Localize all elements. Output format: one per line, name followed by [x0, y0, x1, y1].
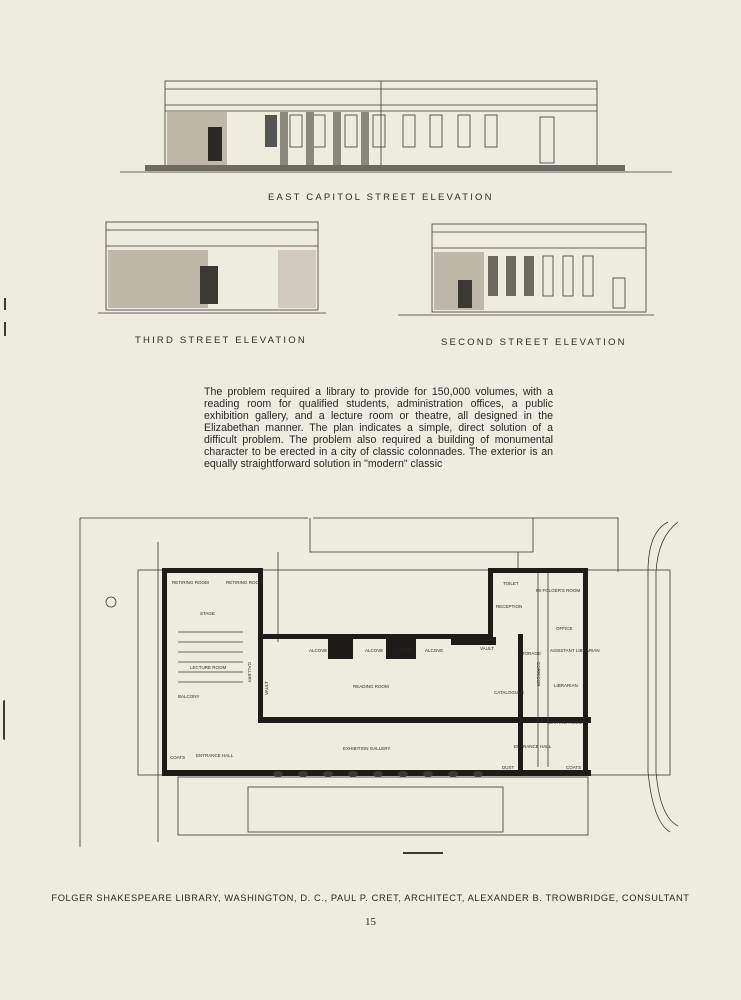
description-paragraph: The problem required a library to provid… — [204, 386, 553, 470]
binding-mark — [4, 322, 6, 336]
page-number: 15 — [365, 916, 376, 928]
plan-label: Mr FOLGER'S ROOM — [536, 588, 580, 593]
second-street-elevation-caption: SECOND STREET ELEVATION — [441, 337, 627, 348]
plan-label: VAULT — [398, 647, 412, 652]
plan-label: STAGE — [200, 611, 215, 616]
plan-label: EXHIBITION GALLERY — [343, 746, 390, 751]
plan-label: RECEPTION — [496, 604, 522, 609]
description-text: The problem required a library to provid… — [204, 386, 553, 470]
plan-label: RETIRING ROOM — [226, 580, 263, 585]
plan-label: LECTURE ROOM — [190, 665, 227, 670]
plan-label: ALCOVE — [309, 648, 327, 653]
second-street-elevation-drawing — [398, 223, 654, 316]
plan-label: CATALOGUES — [494, 690, 524, 695]
plan-label: ALCOVE — [365, 648, 383, 653]
plan-label: ALCOVE — [425, 648, 443, 653]
plan-label: OFFICE — [556, 626, 573, 631]
plan-label: READING ROOM — [353, 684, 389, 689]
plan-label: VAULT — [264, 681, 269, 695]
east-capitol-elevation-drawing — [120, 80, 672, 173]
plan-label: ENTRANCE HALL — [196, 753, 234, 758]
binding-mark — [3, 700, 7, 740]
plan-label: TOILET — [503, 581, 519, 586]
plan-label: LIBRARIAN — [554, 683, 578, 688]
plan-label: RETIRING ROOM — [172, 580, 209, 585]
third-street-elevation-caption: THIRD STREET ELEVATION — [135, 335, 307, 346]
floor-plan-drawing: RETIRING ROOM RETIRING ROOM STAGE LECTUR… — [79, 517, 678, 854]
east-capitol-elevation-caption: EAST CAPITOL STREET ELEVATION — [268, 192, 494, 203]
plan-label: COATS — [566, 765, 581, 770]
plan-label: DUST — [502, 765, 515, 770]
plan-label: GALLERY — [247, 662, 252, 683]
plan-label: VAULT — [480, 646, 494, 651]
plan-label: STORAGE — [519, 651, 541, 656]
plan-label: ASSISTANT LIBRARIAN — [550, 648, 600, 653]
plan-label: COATS — [170, 755, 185, 760]
plan-label: ENTRANCE HALL — [514, 744, 552, 749]
binding-mark — [4, 298, 6, 310]
third-street-elevation-drawing — [98, 221, 326, 314]
plan-label: BALCONY — [178, 694, 200, 699]
plan-label: CORRIDOR — [536, 662, 541, 687]
plan-label: WAITING ROOM — [548, 720, 583, 725]
figure-caption: FOLGER SHAKESPEARE LIBRARY, WASHINGTON, … — [51, 893, 690, 903]
